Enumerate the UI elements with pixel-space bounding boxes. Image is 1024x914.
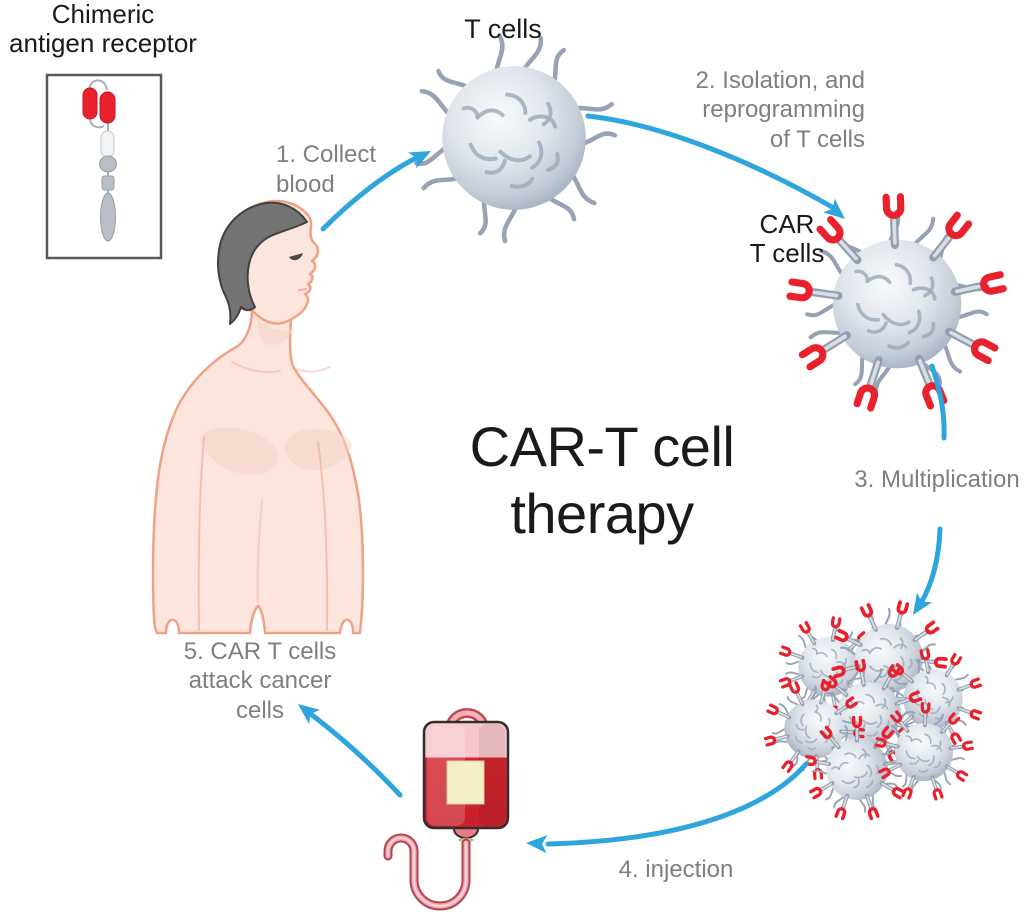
bag-label <box>446 760 485 805</box>
arrow-injection <box>526 761 809 854</box>
arrow-multiplication <box>913 363 947 615</box>
arrow-attack-cancer <box>298 704 403 798</box>
iv-blood-bag <box>383 708 510 911</box>
car-t-cells-label: CAR T cells <box>749 209 825 269</box>
chimeric-antigen-receptor-label: Chimeric antigen receptor <box>9 0 197 59</box>
patient-eye <box>289 253 303 261</box>
patient-hair <box>217 201 308 325</box>
patient-illustration <box>151 199 365 635</box>
arrow-collect-blood <box>320 151 431 232</box>
t-cell-illustration <box>415 35 615 241</box>
step-1-collect-blood-label: 1. Collect blood <box>276 141 377 198</box>
step-4-injection-label: 4. injection <box>618 856 734 883</box>
arrow-isolation-reprogramming <box>585 113 845 219</box>
t-cells-label: T cells <box>464 14 542 44</box>
step-5-attack-label: 5. CAR T cells attack cancer cells <box>183 638 337 724</box>
step-3-multiplication-label: 3. Multiplication <box>854 466 1020 493</box>
car-legend-box <box>45 73 163 260</box>
page-title: CAR-T cell therapy <box>469 415 735 546</box>
step-2-isolation-label: 2. Isolation, and reprogramming of T cel… <box>695 67 865 153</box>
bag-tube <box>383 833 471 911</box>
car-receptor-schematic <box>82 79 117 242</box>
car-t-cell-cluster <box>749 589 1001 839</box>
